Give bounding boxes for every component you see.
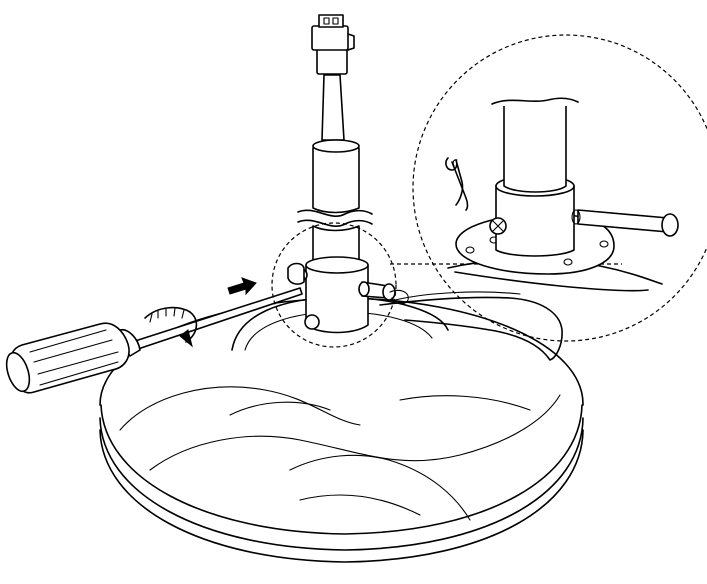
wire-connector-plug: [311, 14, 355, 75]
screwdriver-tool: [5, 287, 303, 394]
yoke-collar: [287, 256, 409, 334]
hair-cotter-pin: [445, 157, 469, 211]
clevis-pin: [571, 209, 679, 237]
insert-direction-arrow: [227, 277, 257, 296]
magnified-detail-view: [412, 34, 707, 342]
detail-content: [445, 97, 679, 292]
blade-arms: [379, 291, 563, 361]
callout-small-circle: [271, 222, 397, 348]
set-screw: [489, 217, 507, 235]
downrod-pipe: [297, 74, 373, 266]
clockwise-rotation-arrow: [144, 306, 198, 348]
